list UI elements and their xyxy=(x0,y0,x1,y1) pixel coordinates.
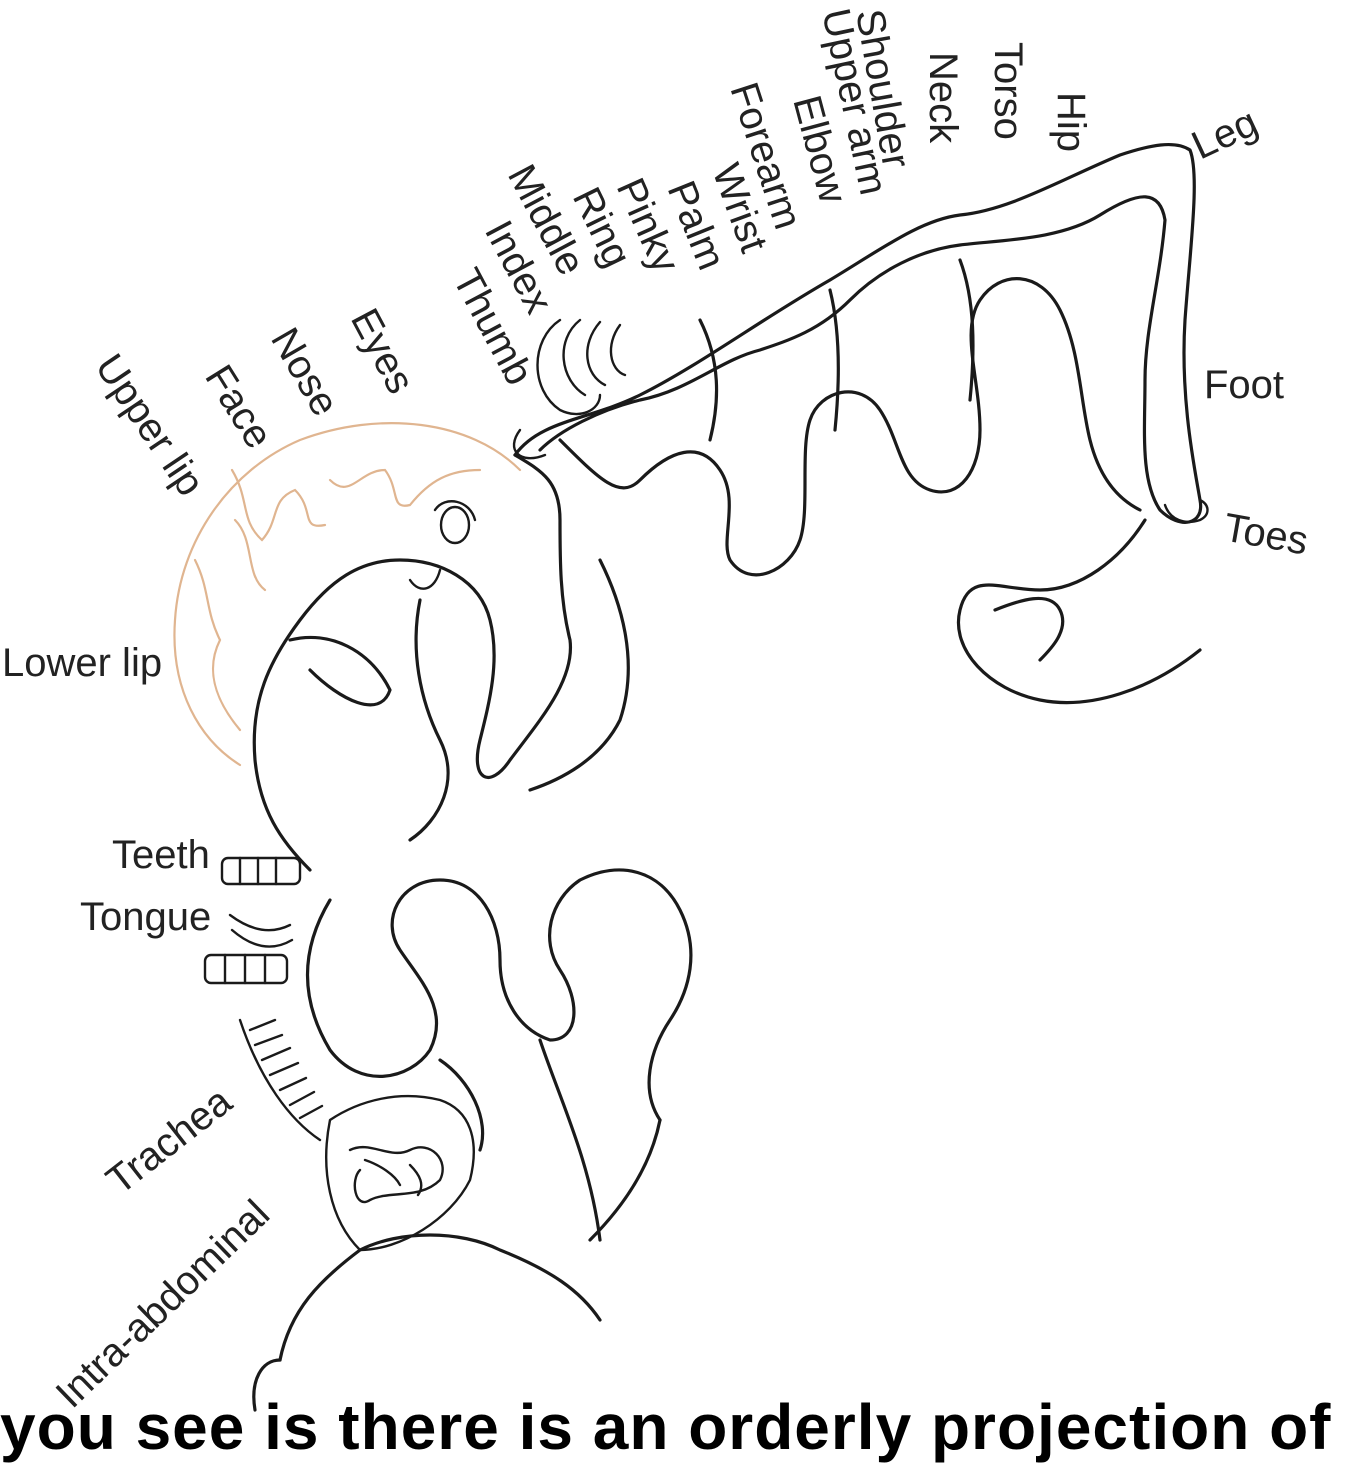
label-hip: Hip xyxy=(1049,92,1093,152)
label-upper-lip: Upper lip xyxy=(87,346,213,503)
finger-loops xyxy=(513,318,627,460)
label-face: Face xyxy=(196,357,280,456)
label-foot: Foot xyxy=(1204,363,1284,407)
label-neck: Neck xyxy=(921,52,965,144)
video-subtitle: you see is there is an orderly projectio… xyxy=(0,1390,1348,1464)
label-leg: Leg xyxy=(1185,100,1264,168)
cortex-outline xyxy=(252,143,1203,1412)
label-tongue: Tongue xyxy=(80,895,211,939)
eye-shape xyxy=(408,500,477,590)
homunculus-svg: Leg Hip Torso Neck Shoulder Upper arm El… xyxy=(2,5,1311,1417)
face-sketch xyxy=(173,422,522,767)
intestines xyxy=(325,1094,475,1252)
label-trachea: Trachea xyxy=(98,1079,240,1204)
label-nose: Nose xyxy=(262,321,347,424)
label-toes: Toes xyxy=(1220,506,1311,564)
label-lower-lip: Lower lip xyxy=(2,641,162,685)
homunculus-diagram: Leg Hip Torso Neck Shoulder Upper arm El… xyxy=(0,5,1348,1464)
label-eyes: Eyes xyxy=(342,302,423,401)
mouth-parts xyxy=(203,856,324,1142)
labels: Leg Hip Torso Neck Shoulder Upper arm El… xyxy=(2,5,1311,1417)
label-torso: Torso xyxy=(986,42,1030,140)
toes-shape xyxy=(1163,498,1209,524)
label-teeth: Teeth xyxy=(112,833,210,877)
label-intra-abdominal: Intra-abdominal xyxy=(48,1192,278,1417)
